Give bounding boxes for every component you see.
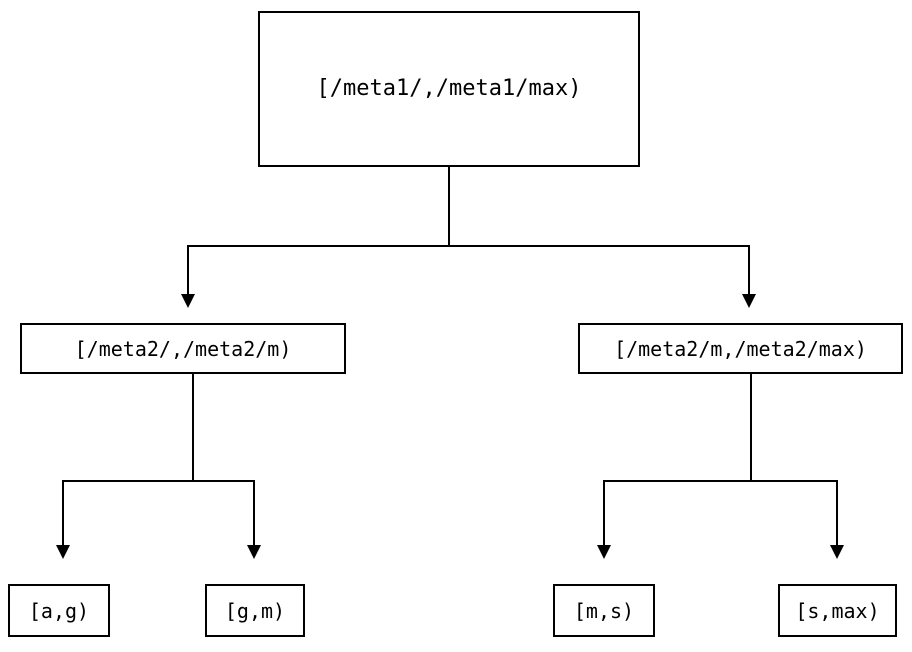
- edge-mid-right-to-leaf-ms-drop: [603, 480, 605, 546]
- edge-mid-left-trunk: [192, 374, 194, 480]
- edge-root-to-mid-right-drop: [748, 245, 750, 296]
- arrowhead-mid-right-to-leaf-smax: [830, 545, 844, 559]
- tree-node-leaf-ag[interactable]: [a,g): [8, 584, 110, 637]
- edge-mid-right-crossbar: [603, 480, 838, 482]
- arrowhead-mid-left-to-leaf-gm: [247, 545, 261, 559]
- tree-node-root[interactable]: [/meta1/,/meta1/max): [258, 11, 640, 167]
- tree-node-leaf-smax-label: [s,max): [795, 598, 880, 623]
- tree-node-leaf-gm[interactable]: [g,m): [205, 584, 305, 637]
- arrowhead-mid-left-to-leaf-ag: [56, 545, 70, 559]
- edge-mid-right-to-leaf-smax-drop: [836, 480, 838, 546]
- tree-node-leaf-ms[interactable]: [m,s): [553, 584, 655, 637]
- arrowhead-root-to-mid-right: [742, 294, 756, 308]
- edge-root-to-mid-left-drop: [187, 245, 189, 296]
- edge-mid-left-crossbar: [62, 480, 255, 482]
- tree-node-mid-left[interactable]: [/meta2/,/meta2/m): [20, 323, 346, 374]
- tree-node-leaf-ag-label: [a,g): [28, 598, 90, 623]
- edge-mid-right-trunk: [750, 374, 752, 480]
- tree-node-leaf-gm-label: [g,m): [224, 598, 286, 623]
- tree-node-mid-right-label: [/meta2/m,/meta2/max): [614, 336, 867, 361]
- tree-node-mid-right[interactable]: [/meta2/m,/meta2/max): [578, 323, 903, 374]
- edge-root-crossbar: [187, 245, 750, 247]
- tree-node-mid-left-label: [/meta2/,/meta2/m): [74, 336, 292, 361]
- edge-mid-left-to-leaf-ag-drop: [62, 480, 64, 546]
- arrowhead-root-to-mid-left: [181, 294, 195, 308]
- edge-root-trunk: [448, 167, 450, 245]
- tree-node-root-label: [/meta1/,/meta1/max): [316, 76, 582, 101]
- tree-node-leaf-ms-label: [m,s): [573, 598, 635, 623]
- edge-mid-left-to-leaf-gm-drop: [253, 480, 255, 546]
- tree-node-leaf-smax[interactable]: [s,max): [778, 584, 897, 637]
- arrowhead-mid-right-to-leaf-ms: [597, 545, 611, 559]
